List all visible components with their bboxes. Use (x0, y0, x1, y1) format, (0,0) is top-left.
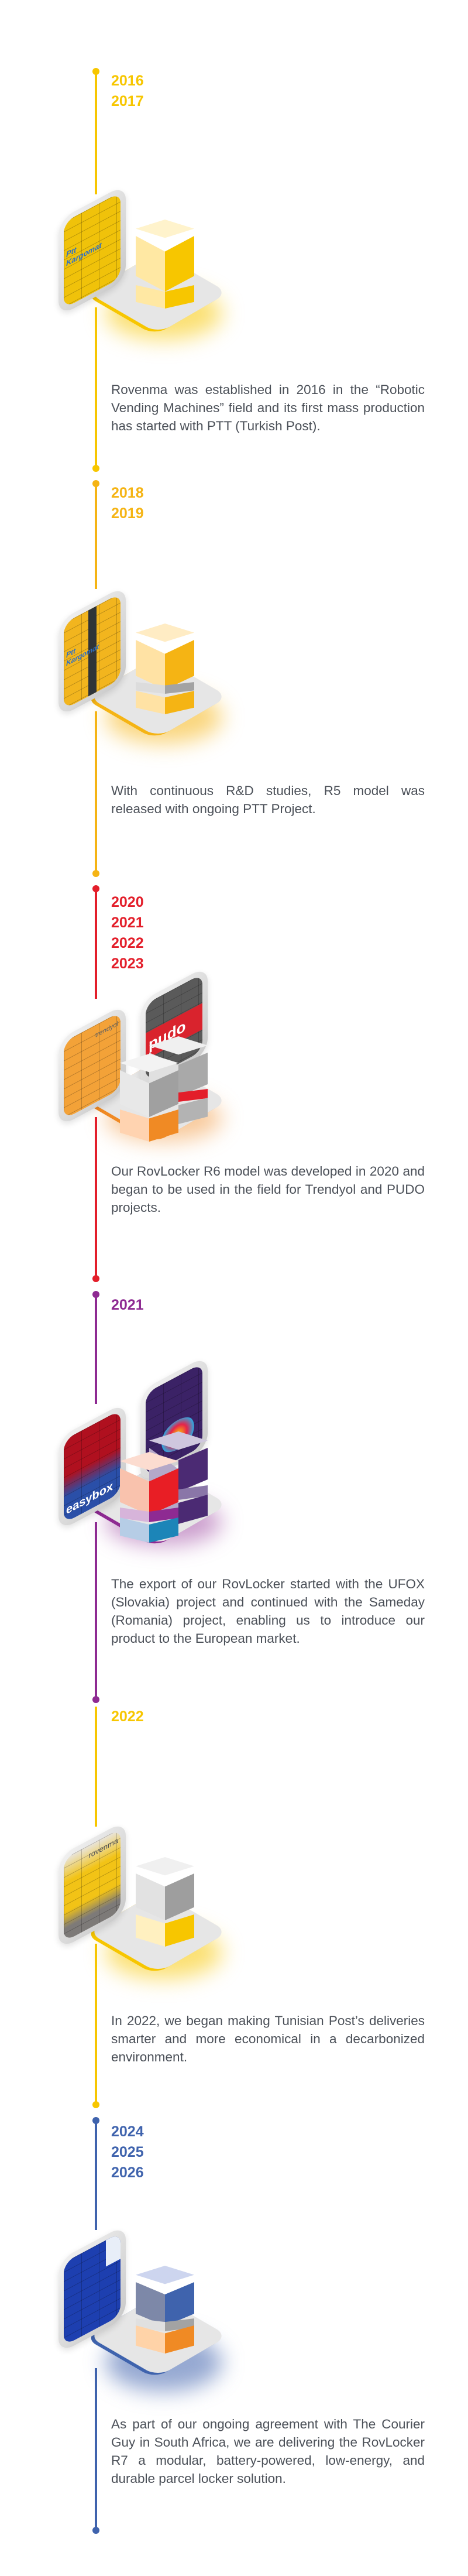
timeline-dot-end (92, 465, 99, 472)
milestone-description: In 2022, we began making Tunisian Post’s… (111, 2013, 425, 2064)
locker-cube (136, 624, 194, 714)
year: 2023 (111, 955, 144, 972)
year: 2019 (111, 505, 144, 522)
year: 2016 (111, 73, 144, 89)
locker-cube (136, 220, 194, 310)
timeline-line (95, 1117, 97, 1278)
timeline-line (95, 2121, 97, 2230)
locker-cube (136, 2266, 194, 2354)
year: 2024 (111, 2123, 144, 2140)
milestone-description: The export of our RovLocker started with… (111, 1577, 425, 1646)
year: 2021 (111, 1297, 144, 1313)
year-label: 2018 2019 (111, 483, 144, 524)
product-illustration: rovenma (0, 1815, 269, 2002)
product-illustration: trendyol pudo (0, 948, 269, 1147)
year: 2020 (111, 894, 144, 910)
timeline-dot-end (92, 870, 99, 877)
milestone-description: With continuous R&D studies, R5 model wa… (111, 783, 425, 816)
year: 2026 (111, 2164, 144, 2181)
year-label: 2016 2017 (111, 71, 144, 112)
timeline-line (95, 1944, 97, 2105)
year-label: 2020 2021 2022 2023 (111, 892, 144, 974)
timeline-line (95, 71, 97, 194)
timeline-dot-end (92, 1696, 99, 1703)
timeline-line (95, 1294, 97, 1404)
product-illustration (0, 2224, 269, 2412)
year: 2018 (111, 485, 144, 501)
timeline-dot-end (92, 2527, 99, 2534)
locker-cube (120, 1452, 178, 1543)
locker-cube (120, 1054, 178, 1142)
year: 2025 (111, 2144, 144, 2160)
timeline-line (95, 889, 97, 999)
timeline-line (95, 307, 97, 468)
year-label: 2021 (111, 1295, 144, 1316)
milestone-description: As part of our ongoing agreement with Th… (111, 2417, 425, 2486)
year-label: 2024 2025 2026 (111, 2122, 144, 2183)
milestone-description: Our RovLocker R6 model was developed in … (111, 1164, 425, 1215)
timeline-line (95, 1707, 97, 1827)
timeline-line (95, 1522, 97, 1698)
year: 2022 (111, 935, 144, 951)
milestone-description: Rovenma was established in 2016 in the “… (111, 382, 425, 433)
timeline-line (95, 484, 97, 589)
product-illustration: Ptt Kargomat (0, 580, 269, 767)
product-illustration: easybox (0, 1341, 269, 1551)
timeline-line (95, 2368, 97, 2529)
product-illustration: Ptt Kargomat (0, 176, 269, 363)
timeline-line (95, 711, 97, 872)
locker-cube (136, 1857, 194, 1948)
timeline-dot-end (92, 1275, 99, 1282)
timeline-dot-end (92, 2101, 99, 2108)
year: 2017 (111, 93, 144, 109)
year-label: 2022 (111, 1707, 144, 1727)
year: 2022 (111, 1708, 144, 1725)
year: 2021 (111, 914, 144, 931)
